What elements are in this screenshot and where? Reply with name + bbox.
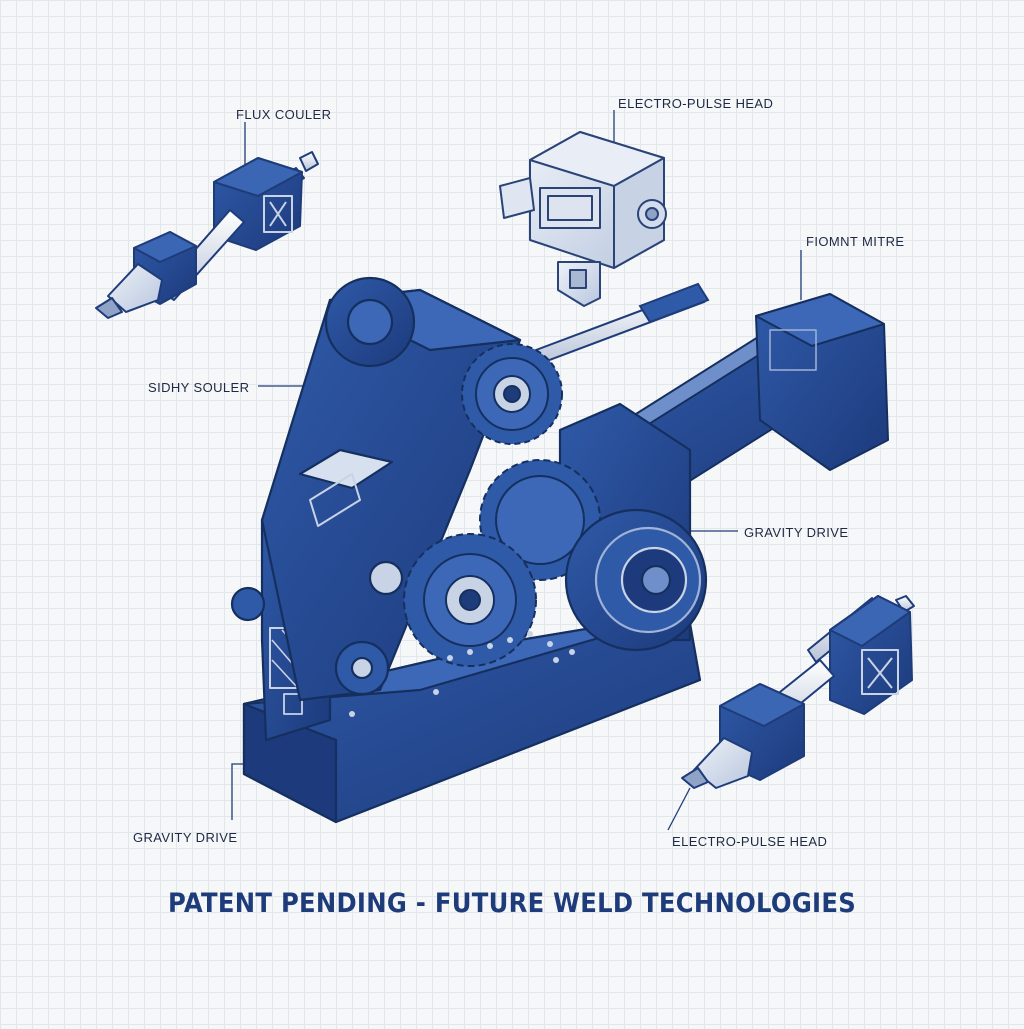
flux-coupler-part <box>95 151 319 319</box>
base-rivets <box>349 631 575 717</box>
gear-train <box>403 343 601 667</box>
label-flux-coupler: FLUX COULER <box>236 107 332 122</box>
label-fiomnt-mitre: FIOMNT MITRE <box>806 234 905 249</box>
guide-rod <box>518 282 710 370</box>
label-gravity-drive-left: GRAVITY DRIVE <box>133 830 238 845</box>
gravity-drive-disk <box>564 508 708 652</box>
label-sidhy-souler: SIDHY SOULER <box>148 380 250 395</box>
leader-electro-pulse-bottom <box>667 787 691 831</box>
label-electro-pulse-head-top: ELECTRO-PULSE HEAD <box>618 96 774 111</box>
belt-pulleys <box>230 276 416 696</box>
electro-pulse-head-top-part <box>499 131 667 307</box>
label-electro-pulse-head-bottom: ELECTRO-PULSE HEAD <box>672 834 828 849</box>
electro-pulse-head-bottom-part <box>681 595 915 789</box>
label-gravity-drive-right: GRAVITY DRIVE <box>744 525 849 540</box>
footer-title: PATENT PENDING - FUTURE WELD TECHNOLOGIE… <box>168 888 856 919</box>
